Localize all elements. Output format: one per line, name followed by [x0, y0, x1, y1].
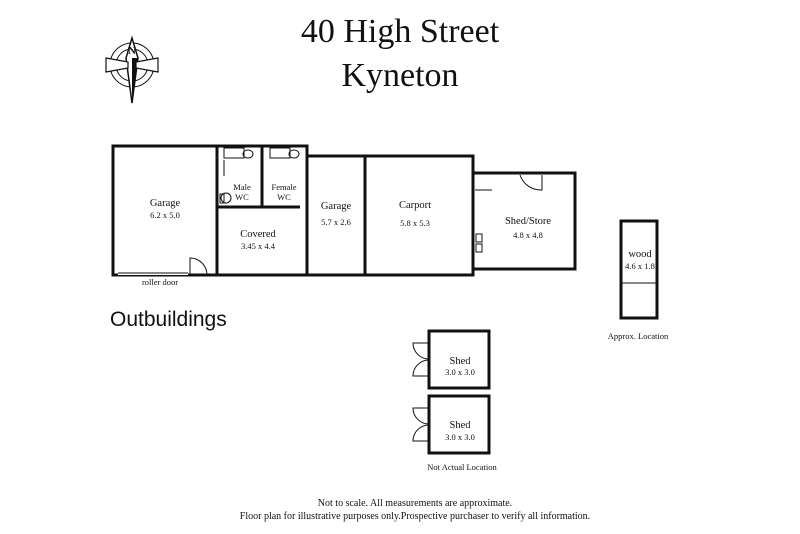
not-actual-location-note: Not Actual Location [427, 462, 497, 472]
approx-location-note: Approx. Location [608, 331, 669, 341]
room-dimensions: 3.0 x 3.0 [445, 367, 475, 377]
room-name: Carport [399, 200, 431, 211]
room-name: Shed [450, 356, 472, 367]
disclaimer-illustrative: Floor plan for illustrative purposes onl… [239, 511, 591, 522]
male-wc-sub: WC [235, 192, 249, 202]
room-name: Shed [450, 420, 472, 431]
female-wc-label: Female [271, 182, 296, 192]
roller-door-label: roller door [142, 277, 178, 287]
room-name: Garage [150, 198, 181, 209]
room-dimensions: 4.6 x 1.8 [625, 261, 655, 271]
room-name: wood [628, 249, 652, 260]
room-dimensions: 3.45 x 4.4 [241, 241, 276, 251]
room-name: Garage [321, 201, 352, 212]
compass-north-icon: N [105, 35, 159, 104]
room-shed-2: Shed 3.0 x 3.0 Not Actual Location [412, 394, 497, 472]
room-name: Shed/Store [505, 216, 551, 227]
female-wc-sub: WC [277, 192, 291, 202]
disclaimer-scale: Not to scale. All measurements are appro… [317, 498, 513, 509]
room-dimensions: 6.2 x 5.0 [150, 210, 180, 220]
room-shed-1: Shed 3.0 x 3.0 [412, 329, 491, 390]
section-heading: Outbuildings [110, 308, 227, 331]
room-dimensions: 5.8 x 5.3 [400, 218, 430, 228]
room-wood: wood 4.6 x 1.8 Approx. Location [608, 219, 669, 341]
page-title-town: Kyneton [341, 57, 459, 94]
room-garage-2: Garage 5.7 x 2.6 [305, 154, 367, 277]
room-garage-1: Garage 6.2 x 5.0 roller door [111, 144, 219, 287]
room-dimensions: 3.0 x 3.0 [445, 432, 475, 442]
room-dimensions: 4.8 x 4.8 [513, 230, 543, 240]
room-carport: Carport 5.8 x 5.3 [363, 154, 475, 277]
room-name: Covered [240, 229, 276, 240]
room-shed-store: Shed/Store 4.8 x 4.8 [471, 171, 577, 271]
room-covered: Male WC Female WC Covered 3.45 x 4.4 [215, 144, 309, 277]
compass-letter: N [128, 45, 136, 57]
male-wc-label: Male [233, 182, 251, 192]
room-dimensions: 5.7 x 2.6 [321, 217, 351, 227]
page-title-address: 40 High Street [300, 13, 500, 50]
